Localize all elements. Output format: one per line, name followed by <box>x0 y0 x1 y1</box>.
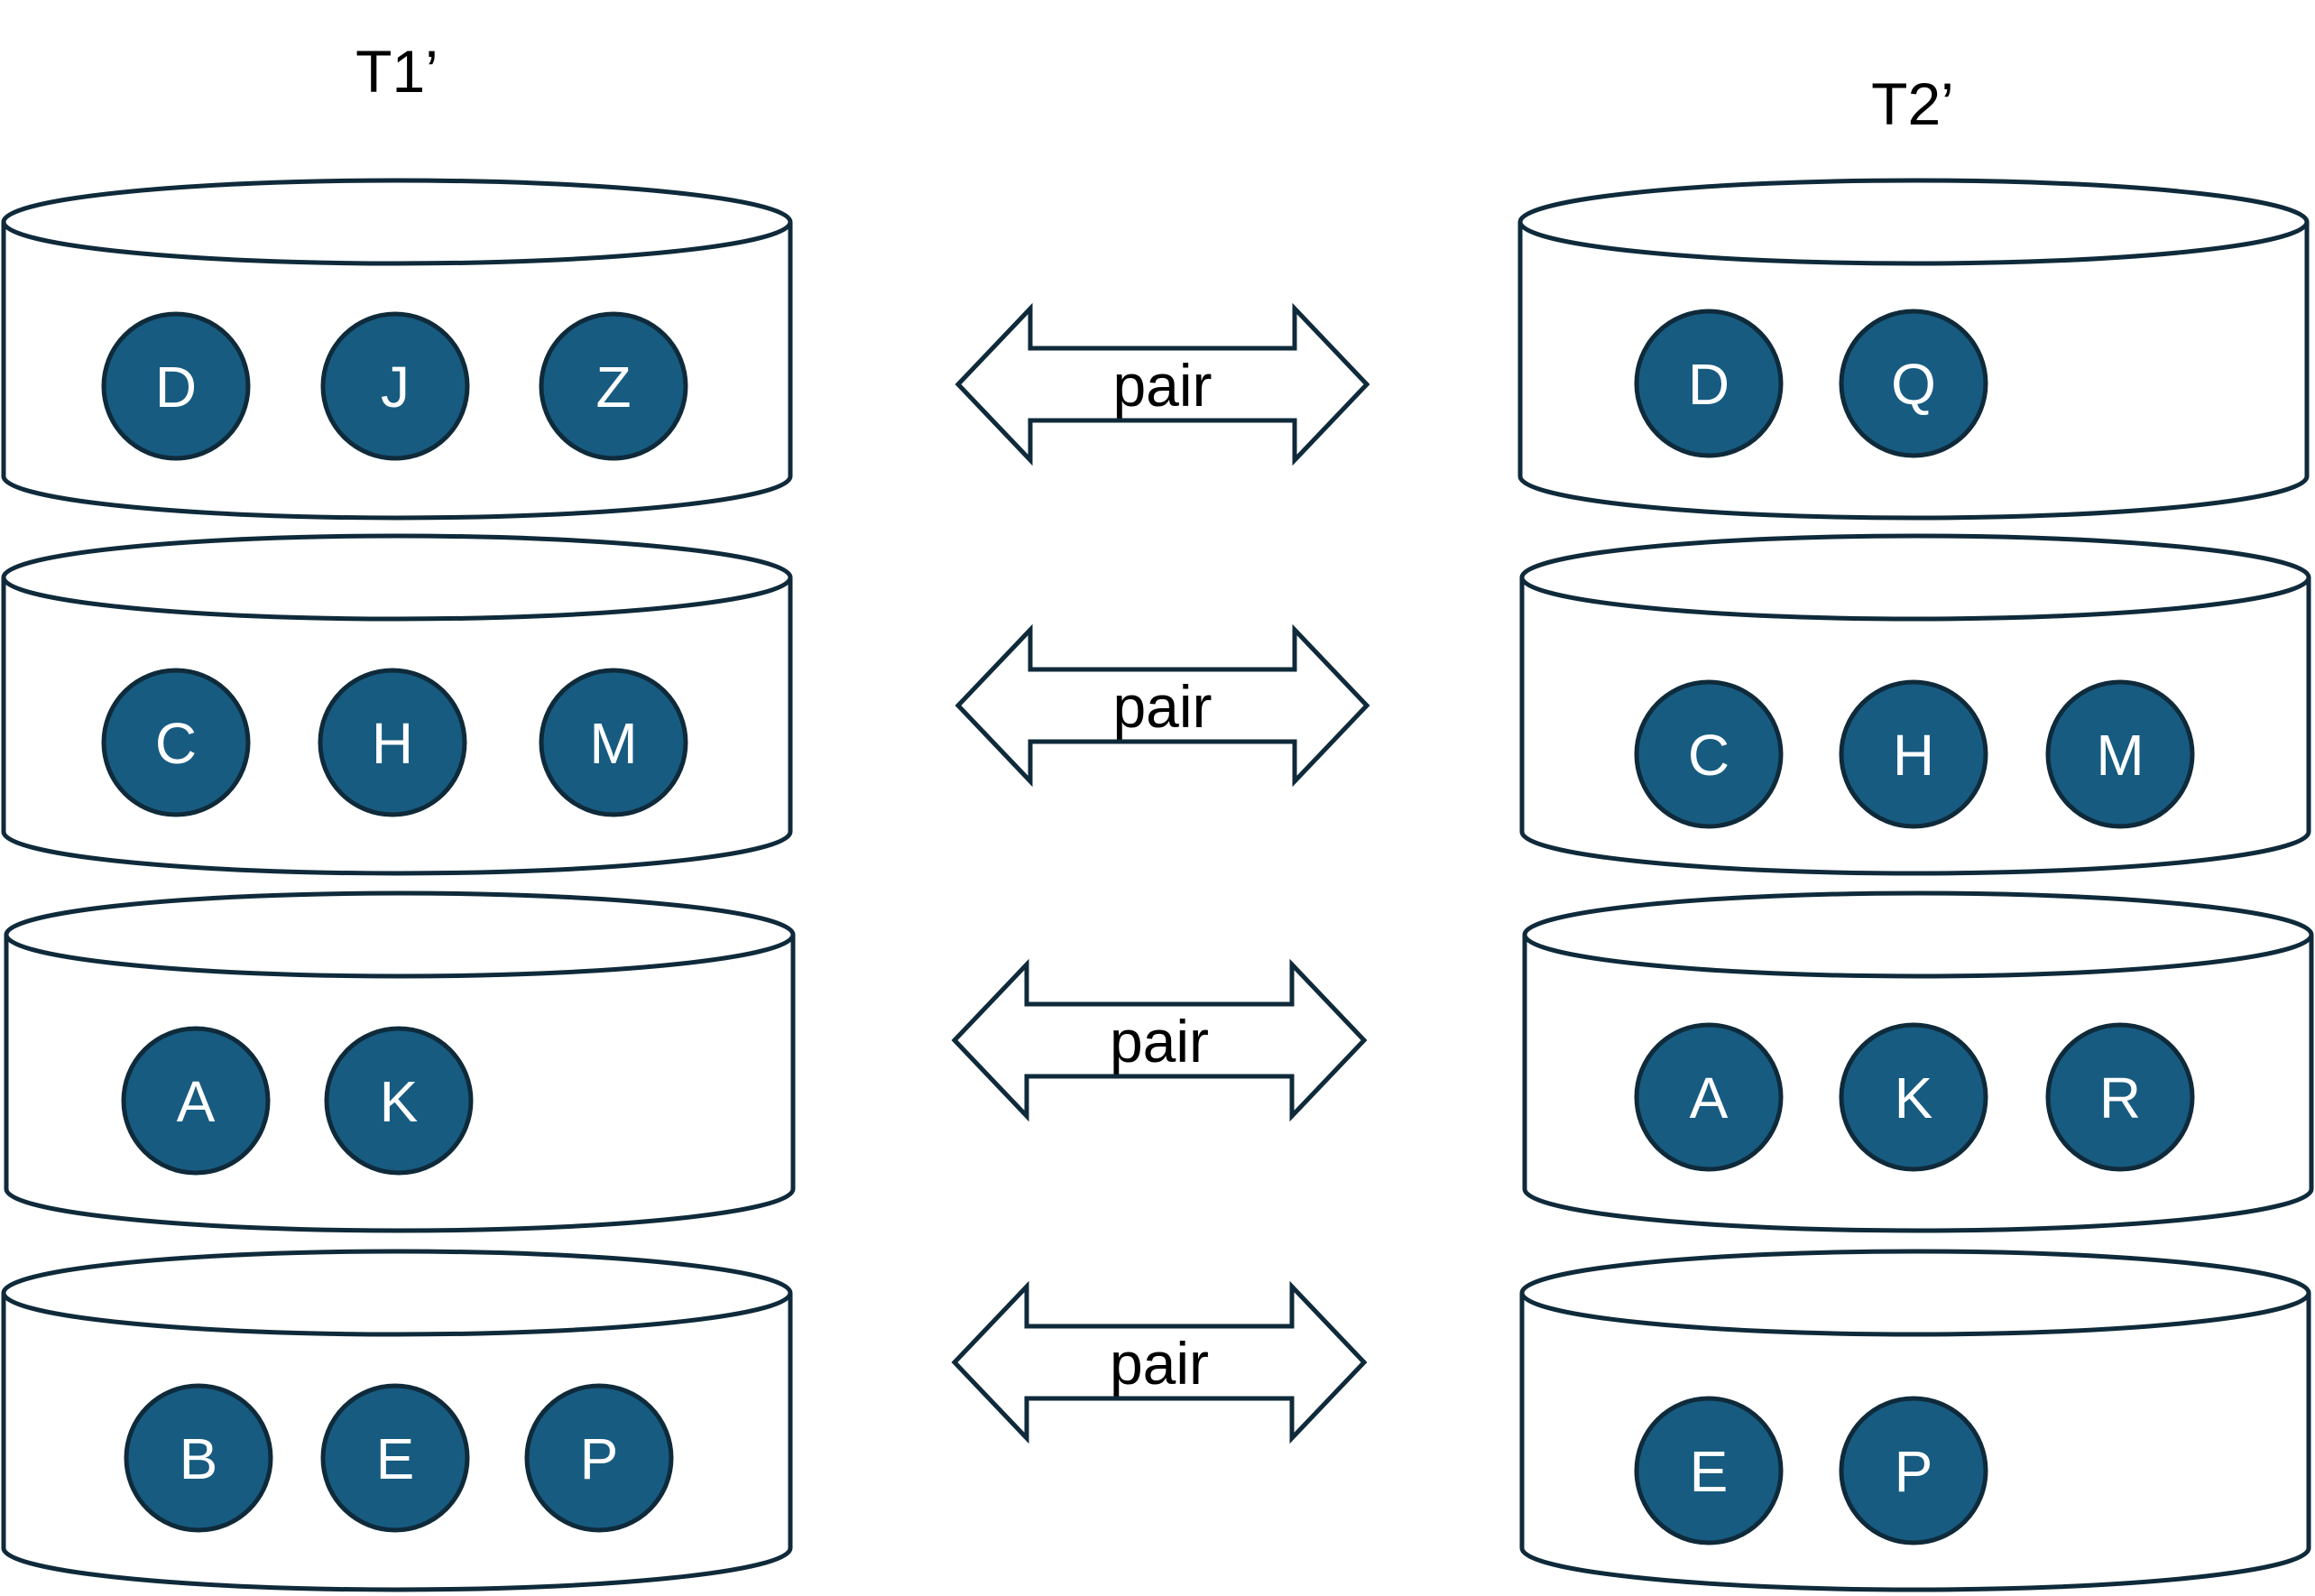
node-label: A <box>177 1069 216 1134</box>
left-node: P <box>524 1383 674 1533</box>
node-circle <box>1634 679 1784 829</box>
left-node: K <box>324 1026 474 1176</box>
node-label: A <box>1690 1066 1729 1130</box>
double-arrow-icon <box>951 958 1368 1122</box>
node-circle <box>1839 1396 1988 1545</box>
node-label: K <box>1895 1066 1933 1130</box>
node-label: Q <box>1891 352 1936 417</box>
node-label: P <box>580 1426 619 1491</box>
cylinder-top <box>1519 1249 2311 1337</box>
node-label: J <box>381 355 410 420</box>
cylinder-top <box>4 890 796 979</box>
double-arrow-icon <box>951 1280 1368 1444</box>
node-circle <box>320 311 470 461</box>
pair-arrow: pair <box>951 958 1368 1122</box>
right-node: E <box>1634 1396 1784 1545</box>
node-circle <box>1839 679 1988 829</box>
node-circle <box>2045 679 2195 829</box>
right-node: P <box>1839 1396 1988 1545</box>
node-circle <box>1634 1022 1784 1172</box>
node-circle <box>1839 309 1988 458</box>
pair-arrow: pair <box>951 1280 1368 1444</box>
left-node: H <box>318 668 467 817</box>
node-circle <box>1634 309 1784 458</box>
left-node: C <box>101 668 251 817</box>
pair-label: pair <box>1110 1330 1209 1397</box>
node-circle <box>124 1383 273 1533</box>
node-label: R <box>2099 1066 2141 1130</box>
double-arrow-icon <box>955 302 1370 466</box>
pair-arrow: pair <box>955 623 1370 788</box>
node-circle <box>1634 1396 1784 1545</box>
cylinder-top <box>1522 890 2314 979</box>
node-label: D <box>1688 352 1729 417</box>
left-node: J <box>320 311 470 461</box>
node-label: C <box>1688 723 1729 788</box>
node-circle <box>101 311 251 461</box>
right-node: K <box>1839 1022 1988 1172</box>
left-node: B <box>124 1383 273 1533</box>
left-node: D <box>101 311 251 461</box>
node-label: M <box>589 711 637 776</box>
node-label: E <box>376 1426 415 1491</box>
cylinder-top <box>1 1249 793 1337</box>
cylinder-top <box>1 178 793 266</box>
right-node: Q <box>1839 309 1988 458</box>
right-node: D <box>1634 309 1784 458</box>
node-label: C <box>155 711 197 776</box>
right-node: M <box>2045 679 2195 829</box>
node-circle <box>318 668 467 817</box>
right-node: A <box>1634 1022 1784 1172</box>
pair-arrow: pair <box>955 302 1370 466</box>
left-node: A <box>121 1026 271 1176</box>
pair-label: pair <box>1112 673 1212 740</box>
node-circle <box>539 311 688 461</box>
right-node: R <box>2045 1022 2195 1172</box>
node-circle <box>324 1026 474 1176</box>
cylinder-top <box>1519 533 2311 622</box>
node-circle <box>539 668 688 817</box>
left-node: E <box>320 1383 470 1533</box>
node-label: D <box>155 355 197 420</box>
pair-label: pair <box>1110 1008 1209 1075</box>
node-label: E <box>1690 1439 1729 1504</box>
node-label: H <box>372 711 413 776</box>
node-circle <box>320 1383 470 1533</box>
node-label: Z <box>595 355 631 420</box>
cylinder-top <box>1 533 793 622</box>
node-circle <box>2045 1022 2195 1172</box>
node-circle <box>1839 1022 1988 1172</box>
right-column-title: T2’ <box>1871 70 1954 137</box>
pair-label: pair <box>1112 352 1212 419</box>
node-label: H <box>1893 723 1934 788</box>
left-node: Z <box>539 311 688 461</box>
node-circle <box>101 668 251 817</box>
node-label: K <box>380 1069 419 1134</box>
right-node: H <box>1839 679 1988 829</box>
double-arrow-icon <box>955 623 1370 788</box>
node-label: P <box>1895 1439 1933 1504</box>
node-label: B <box>180 1426 218 1491</box>
left-column-title: T1’ <box>355 38 438 105</box>
right-node: C <box>1634 679 1784 829</box>
node-circle <box>121 1026 271 1176</box>
cylinder-top <box>1517 178 2310 266</box>
node-circle <box>524 1383 674 1533</box>
node-label: M <box>2096 723 2144 788</box>
left-node: M <box>539 668 688 817</box>
